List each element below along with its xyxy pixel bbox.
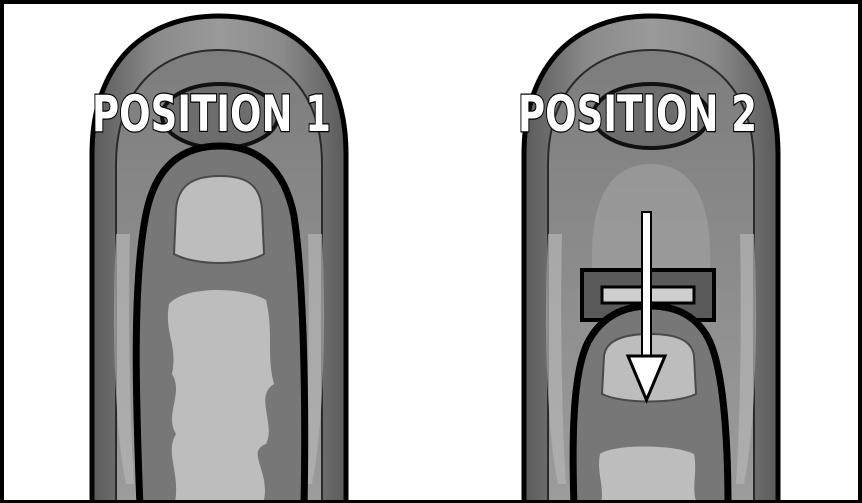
- fingernail-1: [174, 176, 264, 263]
- position-2-label: POSITION 2: [518, 86, 757, 142]
- position-1-label: POSITION 1: [92, 86, 331, 142]
- finger-1: [136, 146, 304, 503]
- diagram-canvas: [4, 4, 862, 503]
